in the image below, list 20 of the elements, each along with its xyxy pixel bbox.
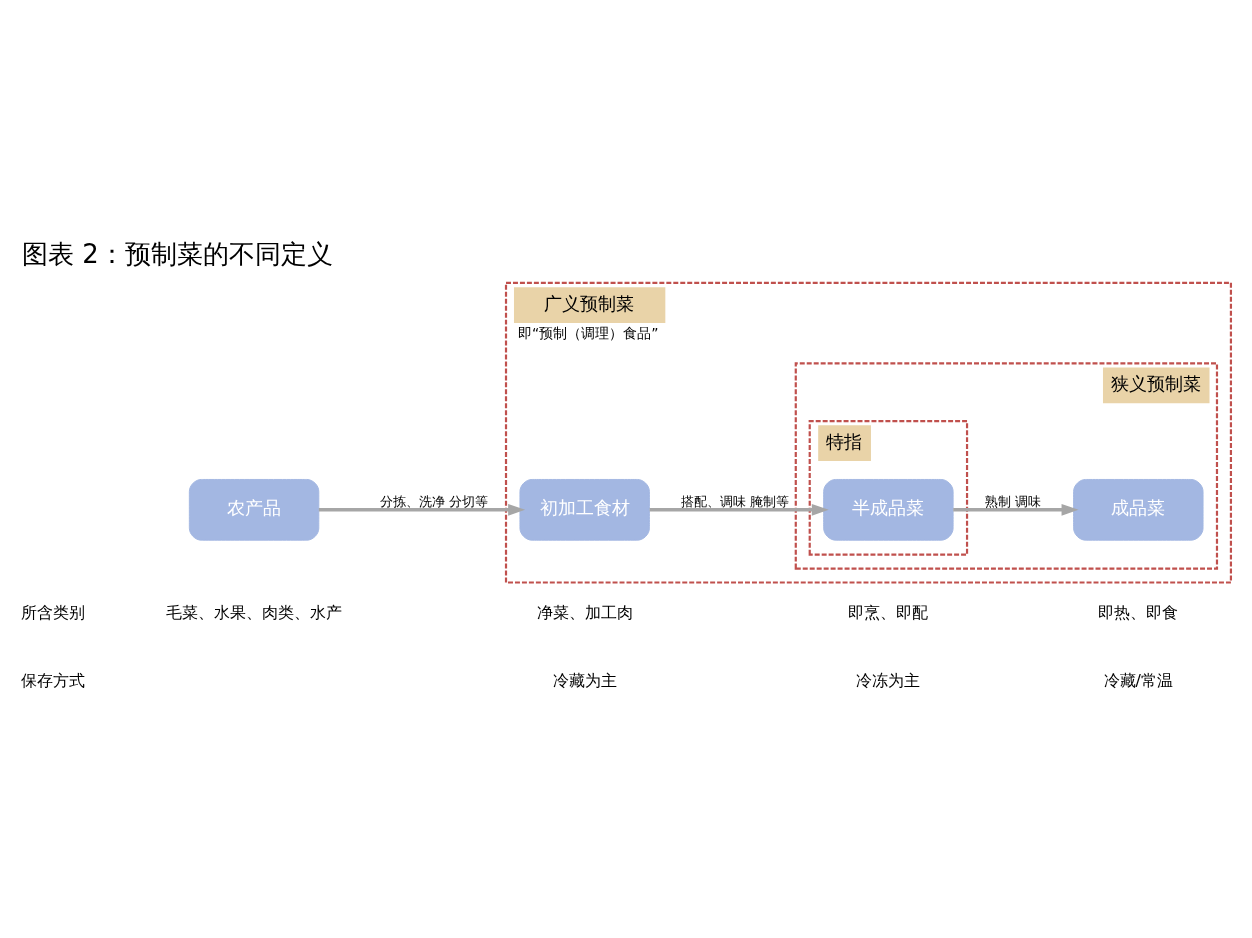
edge-label: 搭配、调味 腌制等 (680, 494, 790, 510)
arrow (318, 503, 526, 516)
label: 即热、即食 (1098, 603, 1179, 623)
node-box: 农产品 (188, 478, 320, 541)
label: 净菜、加工肉 (536, 603, 633, 623)
label: 冷藏/常温 (1103, 670, 1174, 690)
node-box: 初加工食材 (519, 478, 650, 541)
label: 保存方式 (20, 670, 85, 690)
label: 冷藏为主 (552, 670, 617, 690)
label: 所含类别 (20, 603, 85, 623)
edge-label: 分拣、洗净 分切等 (380, 494, 489, 510)
node-box: 半成品菜 (823, 478, 954, 541)
node-box: 成品菜 (1073, 478, 1204, 541)
label: 毛菜、水果、肉类、水产 (166, 603, 343, 623)
label: 冷冻为主 (856, 670, 921, 690)
arrow (649, 503, 829, 516)
label: 即烹、即配 (848, 603, 929, 623)
diagram-title: 图表 2：预制菜的不同定义 (22, 238, 333, 269)
edge-label: 熟制 调味 (985, 494, 1042, 510)
arrow (953, 503, 1079, 516)
